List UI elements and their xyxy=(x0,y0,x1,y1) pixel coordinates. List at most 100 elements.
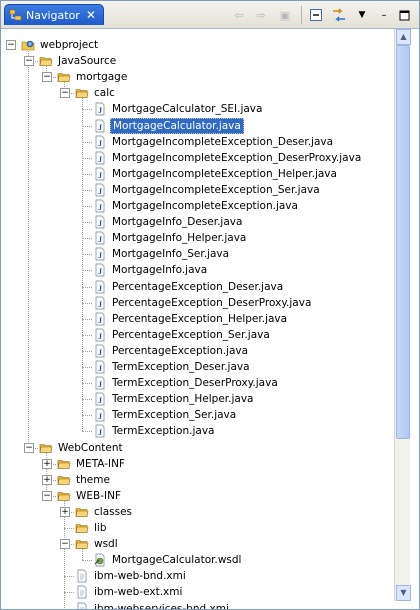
scrollbar-thumb[interactable] xyxy=(396,45,410,439)
svg-text:J: J xyxy=(98,284,102,293)
java-file-icon: J xyxy=(93,263,110,277)
project-icon xyxy=(21,38,38,52)
folder-icon xyxy=(75,505,92,519)
java-file-icon: J xyxy=(93,360,110,374)
svg-text:J: J xyxy=(98,171,102,180)
svg-text:J: J xyxy=(98,155,102,164)
expand-toggle-icon[interactable]: + xyxy=(60,506,70,517)
tree-item[interactable]: wsdl xyxy=(75,536,120,552)
java-file-icon: J xyxy=(93,135,110,149)
close-icon[interactable]: ✕ xyxy=(85,8,96,22)
navigator-icon xyxy=(9,9,22,21)
scroll-up-arrow-icon[interactable]: ▲ xyxy=(396,29,411,45)
back-icon[interactable]: ⇦ xyxy=(234,8,244,22)
tree-item[interactable]: classes xyxy=(75,504,134,520)
folder-icon xyxy=(57,457,74,471)
tree-item-label: MortgageCalculator.wsdl xyxy=(112,554,242,567)
tree-connector-line xyxy=(64,608,74,609)
folder-icon xyxy=(75,86,92,100)
tree-connector-line xyxy=(82,302,92,304)
tab-navigator[interactable]: Navigator ✕ xyxy=(4,4,104,25)
tree-item[interactable]: JavaSource xyxy=(39,53,118,69)
vertical-scrollbar[interactable]: ▲ ▼ xyxy=(394,29,411,601)
tree-item[interactable]: ibm-web-bnd.xmi xyxy=(75,568,188,584)
svg-text:J: J xyxy=(98,187,102,196)
link-with-editor-icon[interactable] xyxy=(331,7,347,23)
tree-connector-line xyxy=(64,499,65,609)
xmi-file-icon xyxy=(75,602,92,609)
collapse-toggle-icon[interactable]: − xyxy=(60,88,70,99)
tree-item[interactable]: ibm-web-ext.xmi xyxy=(75,584,184,600)
collapse-toggle-icon[interactable]: − xyxy=(42,490,52,501)
collapse-all-icon[interactable] xyxy=(308,7,324,23)
svg-text:J: J xyxy=(98,316,102,325)
tree-item[interactable]: calc xyxy=(75,85,117,101)
wsdl-file-icon xyxy=(93,553,110,567)
tree-item[interactable]: META-INF xyxy=(57,456,127,472)
tree-item[interactable]: mortgage xyxy=(57,69,129,85)
tree-connector-line xyxy=(82,383,92,385)
maximize-icon[interactable] xyxy=(396,7,412,23)
tree-connector-line xyxy=(82,548,83,561)
java-file-icon: J xyxy=(93,183,110,197)
folder-icon xyxy=(75,537,92,551)
tree-item[interactable]: WEB-INF xyxy=(57,488,123,504)
tree-item[interactable]: MortgageCalculator.wsdl xyxy=(93,552,243,568)
tree-connector-line xyxy=(82,157,92,159)
collapse-toggle-icon[interactable]: − xyxy=(6,40,16,50)
tree-item[interactable]: J PercentageException_DeserProxy.java xyxy=(93,295,313,311)
tree-connector-line xyxy=(82,206,92,207)
tree-item[interactable]: WebContent xyxy=(39,440,125,456)
tab-label: Navigator xyxy=(26,8,80,22)
view-menu-icon[interactable]: ▼ xyxy=(358,10,366,20)
tree-item-label: PercentageException_Ser.java xyxy=(112,328,270,341)
tree-connector-line xyxy=(82,238,92,240)
tree-item[interactable]: ibm-webservices-bnd.xmi xyxy=(75,601,231,609)
tree-item-label: PercentageException_DeserProxy.java xyxy=(112,296,312,309)
tree-connector-line xyxy=(82,318,92,320)
tree-item[interactable]: lib xyxy=(75,520,109,536)
tree-connector-line xyxy=(82,334,92,336)
tree-connector-line xyxy=(82,560,92,562)
minimize-icon[interactable]: – xyxy=(381,9,387,21)
up-icon[interactable]: ▣ xyxy=(279,8,291,22)
expand-toggle-icon[interactable]: + xyxy=(42,458,52,469)
collapse-toggle-icon[interactable]: − xyxy=(42,72,52,83)
svg-text:J: J xyxy=(98,251,102,260)
tree-connector-line xyxy=(82,125,92,127)
svg-text:J: J xyxy=(98,380,102,389)
scroll-down-arrow-icon[interactable]: ▼ xyxy=(396,585,411,601)
tree-connector-line xyxy=(82,141,92,143)
tree-item[interactable]: theme xyxy=(57,472,112,488)
collapse-toggle-icon[interactable]: − xyxy=(24,56,34,67)
expand-toggle-icon[interactable]: + xyxy=(42,474,52,485)
svg-text:J: J xyxy=(98,300,102,309)
forward-icon[interactable]: ⇨ xyxy=(256,8,266,22)
collapse-toggle-icon[interactable]: − xyxy=(24,442,34,453)
collapse-toggle-icon[interactable]: − xyxy=(60,539,70,550)
tree-item-label: TermException.java xyxy=(112,425,215,438)
tree-item[interactable]: webproject xyxy=(21,37,100,53)
